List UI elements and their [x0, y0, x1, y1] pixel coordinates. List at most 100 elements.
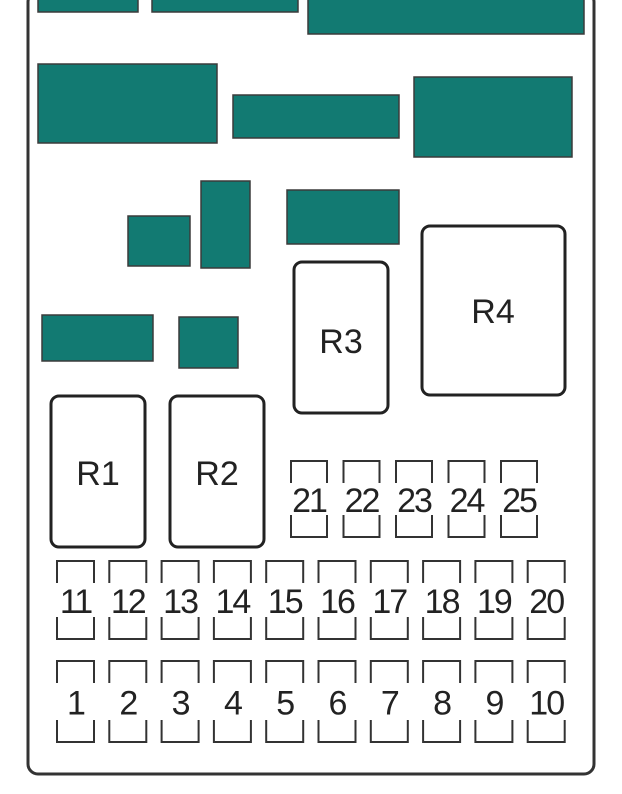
- fuse-number: 10: [529, 685, 564, 723]
- fuse-slot-bottom-bracket: [317, 617, 357, 640]
- fuse-number: 22: [345, 482, 380, 520]
- component-blocks: [37, 0, 585, 369]
- fuse-slot-bottom-bracket: [447, 515, 486, 538]
- fuse-slot-top-bracket: [500, 460, 538, 483]
- fuse-slot-top-bracket: [395, 460, 433, 483]
- fuse-slot-top-bracket: [290, 460, 328, 483]
- component-block: [41, 314, 154, 362]
- relay-box: [292, 260, 390, 415]
- component-block: [286, 189, 400, 245]
- fuse-slot: 9: [474, 660, 514, 743]
- fuse-slot-top-bracket: [422, 560, 462, 583]
- fuse-slot-top-bracket: [447, 460, 486, 483]
- fuse-slot: 24: [447, 460, 486, 538]
- fuse-slot-top-bracket: [56, 660, 95, 683]
- fuse-slot: 17: [369, 560, 409, 640]
- fuse-slot-top-bracket: [317, 660, 357, 683]
- fuse-slot-bottom-bracket: [212, 617, 252, 640]
- fuse-slot-top-bracket: [342, 460, 381, 483]
- fuse-slot: 14: [212, 560, 252, 640]
- fuse-slot-bottom-bracket: [290, 515, 328, 538]
- fuse-slot: 4: [212, 660, 252, 743]
- relay-r2: R2: [168, 394, 266, 549]
- fuse-number: 13: [163, 583, 198, 621]
- fuse-slot-bottom-bracket: [474, 617, 514, 640]
- fuse-number: 12: [111, 583, 146, 621]
- fuse-slot-bottom-bracket: [474, 720, 514, 743]
- fuse-slot-top-bracket: [212, 660, 252, 683]
- fuse-number: 6: [329, 685, 347, 723]
- component-block: [307, 0, 585, 35]
- fuse-slot-bottom-bracket: [56, 720, 95, 743]
- relay-box: [49, 394, 147, 549]
- fuse-slot-bottom-bracket: [160, 720, 200, 743]
- fuse-slot-top-bracket: [317, 560, 357, 583]
- fuse-slot-bottom-bracket: [422, 617, 462, 640]
- fuse-number: 19: [477, 583, 512, 621]
- fuse-slot-bottom-bracket: [369, 617, 409, 640]
- fuse-number: 11: [60, 583, 92, 621]
- component-block: [178, 316, 239, 369]
- fuse-slot-bottom-bracket: [526, 617, 566, 640]
- fuse-slot-top-bracket: [160, 560, 200, 583]
- fuse-slot: 12: [108, 560, 148, 640]
- fuse-row-top: 21 22 23 24 25: [290, 460, 539, 538]
- fuse-number: 8: [433, 685, 451, 723]
- fuse-number: 3: [172, 685, 190, 723]
- fuse-number: 14: [215, 583, 250, 621]
- relay-r1: R1: [49, 394, 147, 549]
- fuse-slot: 5: [265, 660, 305, 743]
- relay-label: R2: [195, 455, 238, 493]
- fuse-number: 1: [67, 685, 85, 723]
- fuse-slot: 11: [56, 560, 95, 640]
- fuse-slot-top-bracket: [108, 660, 148, 683]
- relay-r4: R4: [420, 224, 567, 397]
- component-block: [200, 180, 251, 269]
- fuse-slot-top-bracket: [265, 560, 305, 583]
- fuse-slot-top-bracket: [160, 660, 200, 683]
- fuse-number: 4: [224, 685, 242, 723]
- relay-box: [168, 394, 266, 549]
- fuse-slot-top-bracket: [474, 560, 514, 583]
- fuse-slot-top-bracket: [265, 660, 305, 683]
- fuse-slot-bottom-bracket: [108, 720, 148, 743]
- relay-box: [420, 224, 567, 397]
- fuse-slot-top-bracket: [422, 660, 462, 683]
- fuse-slot-bottom-bracket: [212, 720, 252, 743]
- fuse-slot: 13: [160, 560, 200, 640]
- fuse-number: 25: [502, 482, 537, 520]
- fuse-slot-top-bracket: [212, 560, 252, 583]
- fuse-slot-top-bracket: [369, 560, 409, 583]
- fuse-number: 24: [450, 482, 485, 520]
- fuse-number: 7: [381, 685, 399, 723]
- fuse-slot-bottom-bracket: [160, 617, 200, 640]
- fuse-number: 20: [529, 583, 564, 621]
- fuse-slot: 7: [369, 660, 409, 743]
- component-block: [232, 94, 400, 139]
- component-block: [151, 0, 299, 13]
- component-block: [37, 0, 139, 13]
- component-block: [37, 63, 218, 144]
- fuse-number: 9: [485, 685, 503, 723]
- fuse-number: 15: [268, 583, 303, 621]
- fuse-slot: 20: [526, 560, 566, 640]
- relay-label: R4: [471, 293, 514, 331]
- fuse-number: 21: [292, 482, 327, 520]
- fuse-slot-bottom-bracket: [369, 720, 409, 743]
- fuse-slot: 25: [500, 460, 539, 538]
- fuse-slot-bottom-bracket: [500, 515, 538, 538]
- fuse-number: 5: [276, 685, 294, 723]
- fuse-slot-bottom-bracket: [317, 720, 357, 743]
- fuse-slot-bottom-bracket: [526, 720, 566, 743]
- fuse-number: 18: [425, 583, 460, 621]
- component-block: [127, 215, 191, 267]
- fuse-slot: 23: [395, 460, 434, 538]
- fuse-slot-top-bracket: [526, 560, 566, 583]
- fuse-number: 2: [119, 685, 137, 723]
- fuse-slot-top-bracket: [526, 660, 566, 683]
- fuse-slot-bottom-bracket: [56, 617, 95, 640]
- fuse-slot: 21: [290, 460, 329, 538]
- fuse-slot: 8: [422, 660, 462, 743]
